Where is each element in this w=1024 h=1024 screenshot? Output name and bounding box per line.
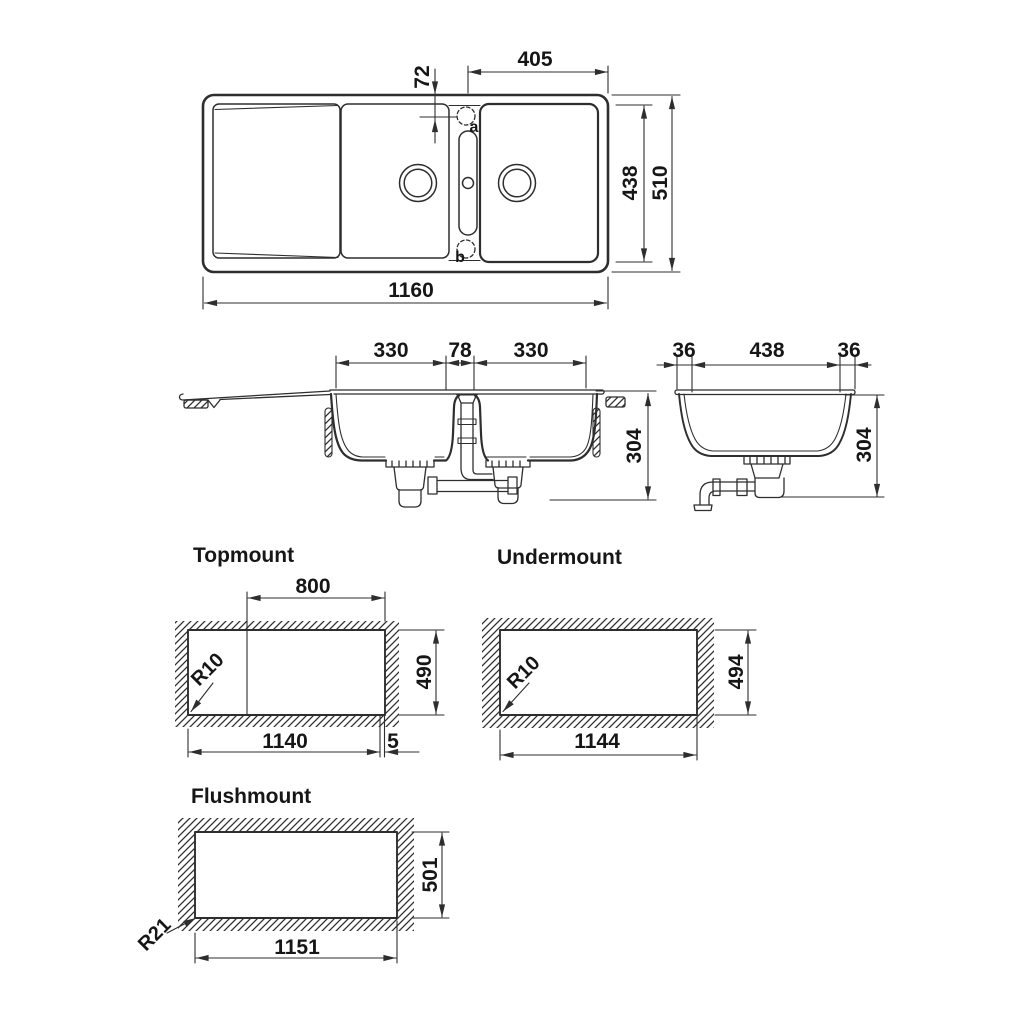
flushmount-cutout-rect: [194, 831, 398, 919]
undermount-view: Undermount 1144 494 R10: [482, 546, 757, 761]
overflow-coupling-1: [457, 418, 477, 426]
dim-label-1151: 1151: [274, 936, 320, 959]
flushmount-extension-lines: [194, 831, 450, 964]
flushmount-radius-label: R21: [134, 914, 176, 956]
cross-drain-flange: [743, 455, 791, 465]
topmount-title: Topmount: [193, 544, 294, 567]
topmount-extension-lines: [187, 591, 445, 758]
drainboard-slope-lines: [214, 104, 481, 262]
topmount-view: Topmount 800 490 1140 5 R10: [175, 544, 445, 758]
flushmount-hatch-band: [178, 818, 414, 931]
drainboard-panel: [212, 103, 341, 259]
flushmount-title: Flushmount: [191, 785, 311, 808]
hole-a-label: a: [470, 119, 479, 136]
counter-block-right-outline: [605, 396, 626, 408]
topmount-cutout-rect: [187, 629, 386, 716]
long-section-view: 330 78 330 304: [178, 339, 657, 508]
cross-elbow-coupling-1: [736, 478, 748, 497]
dim-label-490: 490: [413, 654, 436, 689]
rim-top-band: [329, 389, 605, 395]
undermount-extension-lines: [499, 629, 757, 761]
dim-label-1160: 1160: [388, 279, 434, 302]
drain-flange-left: [385, 459, 435, 468]
undermount-cutout-rect: [499, 629, 698, 716]
drain-flange-right: [485, 459, 531, 468]
dim-label-36-right: 36: [837, 339, 860, 362]
cross-bowl-inner-wall: [683, 393, 847, 452]
undermount-radius-label: R10: [503, 652, 545, 694]
fastening-clamp-left: [325, 408, 332, 457]
hole-b-label: b: [455, 249, 465, 266]
undermount-hatch-band: [482, 618, 714, 728]
cross-elbow-coupling-2: [712, 478, 721, 497]
sink-outer-outline: [201, 93, 610, 274]
dim-label-800: 800: [295, 575, 330, 598]
overflow-pipe: [457, 395, 494, 481]
tap-ledge-strip: [458, 130, 478, 236]
undermount-radius-leader: [502, 682, 530, 713]
dim-label-78: 78: [448, 339, 472, 362]
trap-bulb-right: [497, 487, 519, 505]
dim-label-1140: 1140: [262, 730, 308, 753]
cross-bowl-outer-wall: [678, 393, 852, 457]
fastening-clamp-left-outline: [324, 407, 333, 458]
cross-trap-body: [754, 477, 785, 499]
dim-label-36-left: 36: [672, 339, 695, 362]
half-bowl-drain-inner: [403, 168, 433, 198]
trap-bulb-left: [398, 489, 422, 508]
dim-label-72: 72: [411, 65, 434, 88]
cross-section-extension-lines: [656, 355, 885, 498]
flushmount-radius-leader: [166, 917, 197, 934]
dim-label-438: 438: [619, 165, 642, 200]
long-section-extension-lines: [335, 355, 657, 501]
cross-drain-cup: [750, 463, 784, 479]
bowl-outer-walls: [329, 392, 599, 462]
counter-block-left-outline: [183, 399, 209, 409]
undermount-title: Undermount: [497, 546, 622, 569]
bowl-inner-walls: [335, 393, 594, 458]
dim-label-501: 501: [419, 857, 442, 892]
main-bowl-drain-outer: [497, 163, 537, 203]
dim-label-510: 510: [649, 165, 672, 200]
top-view-extension-lines: [202, 65, 681, 310]
dim-label-1144: 1144: [574, 730, 620, 753]
waste-coupling-left: [427, 476, 438, 495]
dim-label-405: 405: [517, 48, 552, 71]
main-bowl-drain-inner: [502, 168, 532, 198]
cross-elbow-pipe: [693, 481, 756, 512]
dim-label-438-cross: 438: [749, 339, 784, 362]
topmount-hatch-band: [175, 621, 399, 727]
cross-rim-band: [674, 389, 856, 396]
drain-cup-left: [393, 466, 427, 491]
dim-label-5: 5: [387, 730, 399, 753]
waste-coupling-right: [507, 476, 518, 495]
dim-label-330-left: 330: [373, 339, 408, 362]
optional-hole-a: [456, 106, 476, 126]
dim-label-494: 494: [725, 654, 748, 689]
dim-label-304-cross: 304: [853, 427, 876, 462]
cross-section-view: 36 438 36 304: [656, 339, 885, 512]
flushmount-view: Flushmount 1151 501 R21: [134, 785, 450, 964]
topmount-radius-leader: [190, 682, 214, 713]
half-bowl-drain-outer: [398, 163, 438, 203]
counter-block-left: [184, 400, 208, 408]
tap-hole: [461, 176, 475, 190]
half-bowl-panel: [340, 103, 450, 259]
overflow-coupling-2: [457, 437, 477, 445]
dim-label-304-long: 304: [623, 428, 646, 463]
counter-block-right: [606, 397, 625, 407]
topmount-radius-label: R10: [187, 649, 229, 691]
waste-pipe: [436, 479, 509, 493]
main-bowl-panel: [478, 102, 600, 264]
dim-label-330-right: 330: [513, 339, 548, 362]
top-view: a b 405 72 438 510 1160: [201, 48, 681, 310]
optional-hole-b: [456, 239, 476, 259]
